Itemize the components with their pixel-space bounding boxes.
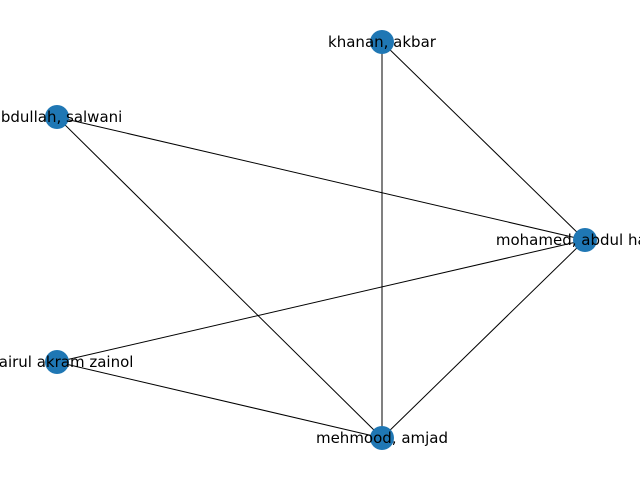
edge-layer xyxy=(56,41,586,439)
edge-khairul-mohamed xyxy=(56,239,586,363)
node-khanan xyxy=(370,30,394,54)
node-abdullah xyxy=(45,105,69,129)
label-layer: khanan, akbar abdullah, salwani mohamed, a… xyxy=(0,33,640,447)
node-mehmood xyxy=(370,426,394,450)
node-label-abdullah: abdullah, salwani xyxy=(0,108,122,126)
node-label-khairul: khairul akram zainol xyxy=(0,353,133,371)
node-label-mohamed: mohamed, abdul hakim xyxy=(496,231,640,249)
edge-abdullah-mehmood xyxy=(56,116,383,439)
node-mohamed xyxy=(573,228,597,252)
edge-mohamed-mehmood xyxy=(381,239,586,439)
edge-khanan-mohamed xyxy=(381,41,586,241)
node-layer xyxy=(45,30,597,450)
node-label-mehmood: mehmood, amjad xyxy=(316,429,448,447)
node-khairul xyxy=(45,350,69,374)
edge-abdullah-mohamed xyxy=(56,116,586,241)
edge-khairul-mehmood xyxy=(56,361,383,439)
node-label-khanan: khanan, akbar xyxy=(328,33,437,51)
